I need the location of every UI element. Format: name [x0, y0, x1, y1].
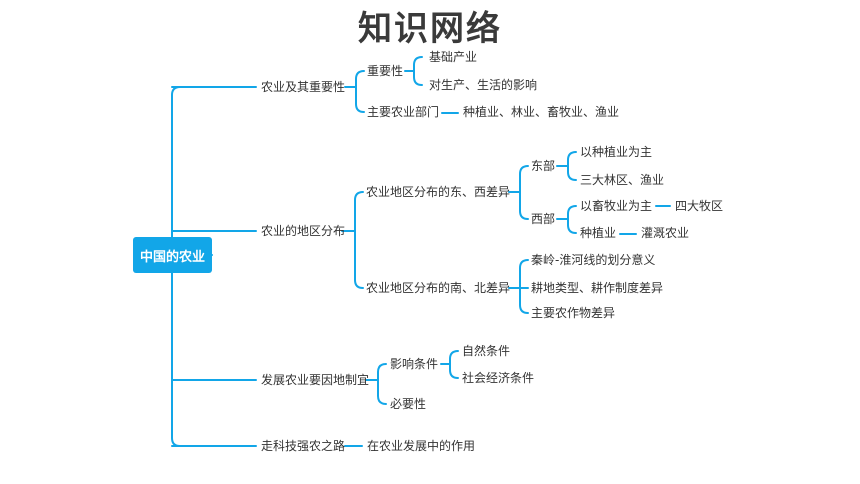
- node-west-livestock: 以畜牧业为主: [580, 199, 653, 213]
- node-impact-on-life: 对生产、生活的影响: [429, 78, 538, 92]
- node-regional-distribution: 农业的地区分布: [261, 224, 346, 238]
- node-natural-conditions: 自然条件: [462, 344, 511, 358]
- node-local-conditions: 发展农业要因地制宜: [261, 373, 370, 387]
- node-basic-industry: 基础产业: [429, 50, 478, 64]
- page-title: 知识网络: [358, 9, 502, 49]
- node-sector-list: 种植业、林业、畜牧业、渔业: [463, 105, 620, 119]
- node-farmland-type: 耕地类型、耕作制度差异: [531, 281, 664, 295]
- node-irrigation-agriculture: 灌溉农业: [641, 226, 690, 240]
- node-west-planting: 种植业: [580, 226, 617, 240]
- node-north-south-difference: 农业地区分布的南、北差异: [366, 281, 511, 295]
- node-four-pastoral-areas: 四大牧区: [675, 199, 724, 213]
- node-importance: 重要性: [367, 64, 404, 78]
- node-east-planting: 以种植业为主: [580, 145, 653, 159]
- node-east-forest-fishery: 三大林区、渔业: [580, 173, 665, 187]
- node-influencing-factors: 影响条件: [390, 357, 439, 371]
- root-node: 中国的农业: [133, 237, 212, 273]
- node-east-west-difference: 农业地区分布的东、西差异: [366, 185, 511, 199]
- node-main-sectors: 主要农业部门: [367, 105, 440, 119]
- node-crop-difference: 主要农作物差异: [531, 306, 616, 320]
- node-necessity: 必要性: [390, 397, 427, 411]
- node-agriculture-importance: 农业及其重要性: [261, 80, 346, 94]
- node-west: 西部: [531, 212, 556, 226]
- node-role-in-development: 在农业发展中的作用: [367, 439, 476, 453]
- node-socioeconomic-conditions: 社会经济条件: [462, 371, 535, 385]
- node-technology-road: 走科技强农之路: [261, 439, 346, 453]
- node-east: 东部: [531, 159, 556, 173]
- node-qinling-huaihe: 秦岭-淮河线的划分意义: [531, 253, 656, 267]
